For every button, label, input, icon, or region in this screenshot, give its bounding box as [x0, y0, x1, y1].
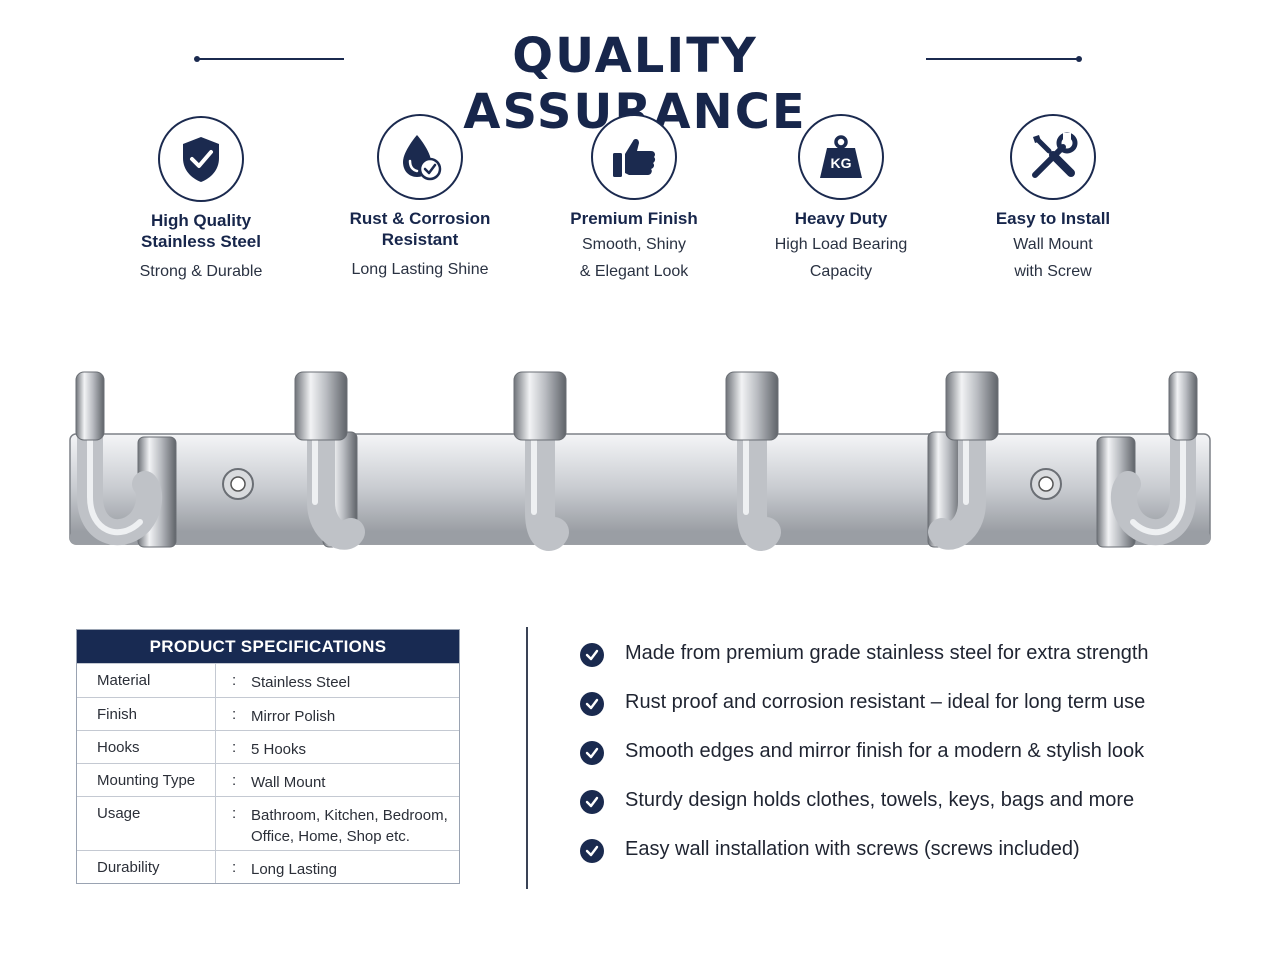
spec-label: Mounting Type: [97, 772, 196, 789]
title-rule-dot-right: [1076, 56, 1082, 62]
spec-value: Wall Mount: [251, 774, 326, 791]
feature-title: Easy to Install: [995, 209, 1111, 228]
benefit-item: Rust proof and corrosion resistant – ide…: [580, 689, 1260, 738]
benefit-text: Smooth edges and mirror finish for a mod…: [625, 740, 1145, 762]
spec-row-durability: Durability : Long Lasting: [77, 850, 459, 883]
spec-label: Finish: [97, 706, 138, 723]
check-circle-icon: [580, 643, 604, 667]
spec-row-usage: Usage : Bathroom, Kitchen, Bedroom, Offi…: [77, 796, 459, 850]
feature-subtitle: Long Lasting Shine: [351, 261, 489, 278]
spec-colon: :: [232, 672, 237, 689]
kg-label: KG: [830, 155, 852, 171]
hook: [513, 371, 569, 551]
spec-value: 5 Hooks: [251, 741, 307, 758]
feature-icon-circle: [377, 114, 463, 200]
hook: [294, 371, 365, 550]
benefit-item: Easy wall installation with screws (scre…: [580, 836, 1260, 885]
spec-value: Mirror Polish: [251, 708, 336, 725]
feature-title: Heavy Duty: [794, 209, 888, 228]
kg-weight-icon: KG: [816, 134, 866, 180]
benefit-item: Made from premium grade stainless steel …: [580, 640, 1260, 689]
thumbs-up-icon: [613, 138, 656, 177]
spec-value: Long Lasting: [251, 861, 337, 878]
feature-subtitle: Wall Mount with Screw: [1013, 236, 1093, 280]
benefit-list: Made from premium grade stainless steel …: [580, 640, 1260, 885]
hook: [927, 371, 999, 550]
feature-easy-install: Easy to Install Wall Mount with Screw: [948, 112, 1158, 285]
column-divider: [526, 627, 528, 889]
benefit-text: Rust proof and corrosion resistant – ide…: [625, 691, 1146, 713]
spec-row-finish: Finish : Mirror Polish: [77, 697, 459, 730]
spec-row-material: Material : Stainless Steel: [77, 663, 459, 697]
title-rule-dot-left: [194, 56, 200, 62]
feature-subtitle: Smooth, Shiny & Elegant Look: [579, 236, 689, 280]
feature-heavy-duty: KG Heavy Duty High Load Bearing Capacity: [736, 112, 946, 285]
spec-label: Durability: [97, 859, 160, 876]
spec-label: Usage: [97, 805, 141, 822]
title-rule-left: [196, 58, 344, 60]
spec-value: Stainless Steel: [251, 674, 351, 691]
spec-colon: :: [232, 739, 237, 756]
check-circle-icon: [580, 741, 604, 765]
hook: [1096, 371, 1198, 548]
feature-premium-finish: Premium Finish Smooth, Shiny & Elegant L…: [529, 112, 739, 285]
spec-row-mounting-type: Mounting Type : Wall Mount: [77, 763, 459, 796]
benefit-text: Easy wall installation with screws (scre…: [625, 838, 1080, 860]
screw-hole: [1030, 468, 1062, 500]
spec-table-heading: PRODUCT SPECIFICATIONS: [77, 630, 459, 663]
spec-table: PRODUCT SPECIFICATIONS Material : Stainl…: [76, 629, 460, 884]
feature-icon-circle: [1010, 114, 1096, 200]
benefit-item: Smooth edges and mirror finish for a mod…: [580, 738, 1260, 787]
spec-label: Material: [97, 672, 151, 689]
title-rule-right: [926, 58, 1080, 60]
spec-value: Bathroom, Kitchen, Bedroom, Office, Home…: [251, 807, 448, 845]
benefit-item: Sturdy design holds clothes, towels, key…: [580, 787, 1260, 836]
feature-subtitle: Strong & Durable: [139, 263, 263, 280]
feature-icon-circle: [591, 114, 677, 200]
spec-colon: :: [232, 859, 237, 876]
title-banner: QUALITY ASSURANCE: [0, 26, 1280, 140]
check-circle-icon: [580, 839, 604, 863]
feature-stainless-steel: High Quality Stainless Steel Strong & Du…: [96, 112, 306, 285]
page-title: QUALITY ASSURANCE: [463, 28, 807, 140]
spec-label: Hooks: [97, 739, 140, 756]
feature-rust-resistant: Rust & Corrosion Resistant Long Lasting …: [315, 112, 525, 283]
screw-hole: [222, 468, 254, 500]
hook: [725, 371, 781, 551]
benefit-text: Made from premium grade stainless steel …: [625, 642, 1149, 664]
screwdriver-wrench-icon: [1032, 132, 1078, 178]
spec-colon: :: [232, 772, 237, 789]
water-drop-check-icon: [403, 135, 442, 181]
feature-title: High Quality Stainless Steel: [140, 211, 261, 251]
feature-subtitle: High Load Bearing Capacity: [774, 236, 908, 280]
spec-colon: :: [232, 805, 237, 822]
spec-row-hooks: Hooks : 5 Hooks: [77, 730, 459, 763]
benefit-text: Sturdy design holds clothes, towels, key…: [625, 789, 1135, 811]
check-circle-icon: [580, 692, 604, 716]
feature-title: Premium Finish: [570, 209, 698, 228]
spec-colon: :: [232, 706, 237, 723]
hook: [75, 371, 177, 548]
shield-check-icon: [183, 137, 219, 182]
feature-row: High Quality Stainless Steel Strong & Du…: [0, 112, 1280, 292]
feature-icon-circle: KG: [798, 114, 884, 200]
feature-icon-circle: [158, 116, 244, 202]
check-circle-icon: [580, 790, 604, 814]
product-image-hook-rail: [50, 360, 1230, 560]
feature-title: Rust & Corrosion Resistant: [349, 209, 491, 249]
